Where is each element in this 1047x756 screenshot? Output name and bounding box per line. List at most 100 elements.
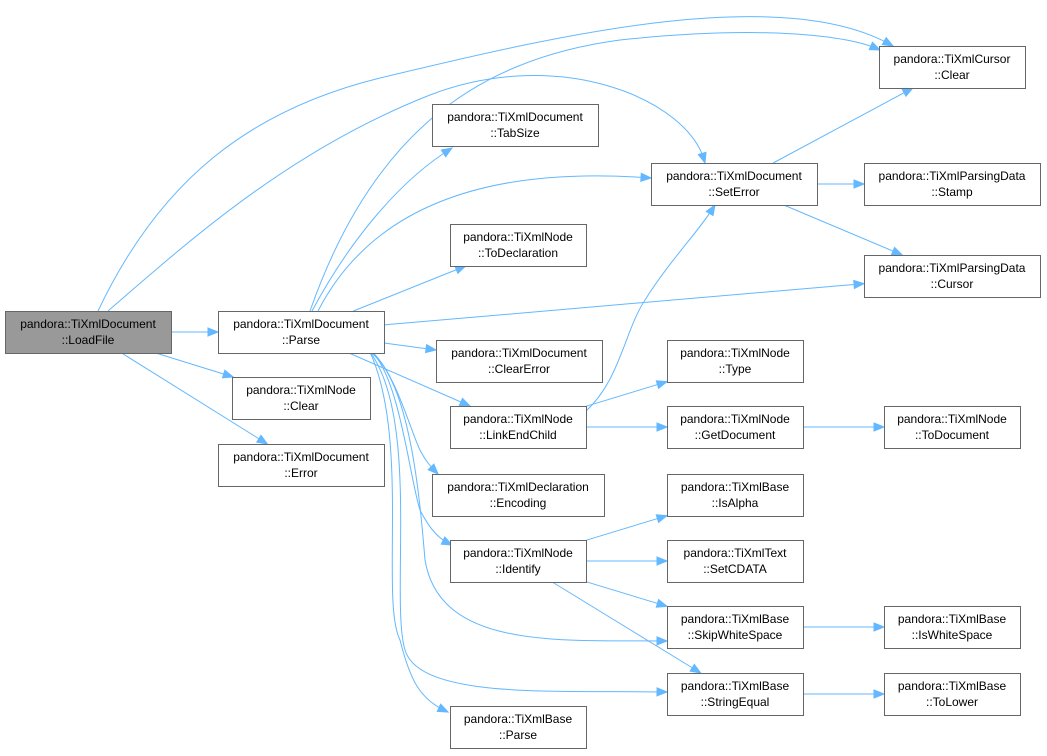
edge-parse_doc-to-strequal — [369, 351, 668, 693]
edge-parse_doc-to-base_parse — [369, 351, 449, 713]
edge-parse_doc-to-linkend-arrowhead — [458, 397, 472, 407]
edge-loadfile-to-doc_error-arrowhead — [255, 434, 269, 445]
edge-identify-to-skipws — [585, 581, 668, 607]
node-iswhitespace[interactable]: pandora::TiXmlBase::IsWhiteSpace — [884, 606, 1021, 649]
node-type-method-label: ::Type — [719, 362, 752, 376]
node-seterror-box — [651, 163, 818, 206]
node-cursor_clear-method-label: ::Clear — [934, 68, 969, 82]
node-tolower-method-label: ::ToLower — [926, 695, 978, 709]
node-skipws-method-label: ::SkipWhiteSpace — [688, 628, 783, 642]
node-parse_doc-class-label: pandora::TiXmlDocument — [233, 317, 369, 331]
node-tolower-class-label: pandora::TiXmlBase — [898, 679, 1007, 693]
node-base_parse-method-label: ::Parse — [499, 728, 537, 742]
node-type-box — [667, 340, 804, 383]
node-isalpha[interactable]: pandora::TiXmlBase::IsAlpha — [667, 474, 804, 517]
node-iswhitespace-box — [884, 606, 1021, 649]
edge-identify-to-isalpha — [585, 515, 668, 541]
node-seterror-class-label: pandora::TiXmlDocument — [666, 169, 802, 183]
node-loadfile-method-label: ::LoadFile — [62, 333, 115, 347]
node-loadfile: pandora::TiXmlDocument::LoadFile — [5, 311, 172, 354]
node-clearerror-class-label: pandora::TiXmlDocument — [451, 346, 587, 360]
node-pd_cursor[interactable]: pandora::TiXmlParsingData::Cursor — [864, 255, 1041, 298]
node-clearerror-box — [436, 340, 603, 383]
edge-loadfile-to-node_clear-arrowhead — [221, 369, 235, 379]
node-strequal-class-label: pandora::TiXmlBase — [681, 679, 790, 693]
node-clearerror[interactable]: pandora::TiXmlDocument::ClearError — [436, 340, 603, 383]
edge-linkend-to-seterror-arrowhead — [705, 203, 716, 217]
edge-parse_doc-to-todecl — [353, 265, 466, 312]
edge-linkend-to-type — [585, 381, 668, 407]
edge-loadfile-to-cursor_clear-arrowhead — [881, 36, 895, 47]
node-clearerror-method-label: ::ClearError — [488, 362, 550, 376]
node-base_parse[interactable]: pandora::TiXmlBase::Parse — [450, 706, 587, 749]
node-getdoc[interactable]: pandora::TiXmlNode::GetDocument — [667, 406, 804, 449]
node-setcdata[interactable]: pandora::TiXmlText::SetCDATA — [667, 540, 804, 583]
node-isalpha-box — [667, 474, 804, 517]
edge-loadfile-to-seterror — [107, 75, 706, 312]
node-node_clear[interactable]: pandora::TiXmlNode::Clear — [232, 377, 371, 420]
node-strequal-method-label: ::StringEqual — [701, 695, 770, 709]
node-getdoc-method-label: ::GetDocument — [695, 428, 776, 442]
edge-seterror-to-cursor_clear-arrowhead — [901, 87, 915, 98]
node-stamp[interactable]: pandora::TiXmlParsingData::Stamp — [864, 163, 1041, 206]
edge-seterror-to-cursor_clear — [772, 87, 914, 164]
node-tabsize-box — [432, 104, 599, 147]
node-cursor_clear[interactable]: pandora::TiXmlCursor::Clear — [879, 46, 1026, 89]
node-seterror-method-label: ::SetError — [708, 185, 759, 199]
node-doc_error[interactable]: pandora::TiXmlDocument::Error — [218, 444, 385, 487]
node-tolower[interactable]: pandora::TiXmlBase::ToLower — [884, 673, 1021, 716]
node-stamp-class-label: pandora::TiXmlParsingData — [879, 169, 1026, 183]
node-doc_error-box — [218, 444, 385, 487]
node-todocument-method-label: ::ToDocument — [915, 428, 990, 442]
node-type-class-label: pandora::TiXmlNode — [680, 346, 790, 360]
node-pd_cursor-method-label: ::Cursor — [931, 277, 974, 291]
edge-linkend-to-type-arrowhead — [655, 380, 669, 390]
node-todecl-method-label: ::ToDeclaration — [478, 246, 558, 260]
node-stamp-method-label: ::Stamp — [931, 185, 973, 199]
node-todecl[interactable]: pandora::TiXmlNode::ToDeclaration — [450, 224, 587, 267]
edge-parse_doc-to-base_parse-arrowhead — [436, 703, 450, 713]
node-skipws-box — [667, 606, 804, 649]
node-parse_doc[interactable]: pandora::TiXmlDocument::Parse — [218, 311, 385, 354]
edge-parse_doc-to-encoding-arrowhead — [427, 463, 439, 475]
node-identify-method-label: ::Identify — [495, 562, 540, 576]
node-todocument-class-label: pandora::TiXmlNode — [897, 412, 1007, 426]
node-seterror[interactable]: pandora::TiXmlDocument::SetError — [651, 163, 818, 206]
edge-parse_doc-to-tabsize — [311, 147, 453, 312]
node-type[interactable]: pandora::TiXmlNode::Type — [667, 340, 804, 383]
edge-identify-to-isalpha-arrowhead — [655, 514, 669, 524]
edge-parse_doc-to-identify — [371, 351, 453, 546]
edge-linkend-to-getdoc-arrowhead — [656, 422, 669, 432]
node-isalpha-method-label: ::IsAlpha — [712, 496, 759, 510]
edge-skipws-to-iswhitespace-arrowhead — [873, 622, 886, 632]
node-todecl-box — [450, 224, 587, 267]
node-todocument-box — [884, 406, 1021, 449]
node-setcdata-method-label: ::SetCDATA — [703, 562, 767, 576]
edge-seterror-to-stamp-arrowhead — [853, 179, 866, 189]
node-encoding[interactable]: pandora::TiXmlDeclaration::Encoding — [432, 474, 605, 517]
edge-loadfile-to-doc_error — [121, 352, 268, 445]
edge-parse_doc-to-skipws — [369, 351, 668, 642]
node-cursor_clear-class-label: pandora::TiXmlCursor — [894, 52, 1011, 66]
node-parse_doc-box — [218, 311, 385, 354]
edge-parse_doc-to-cursor_clear — [309, 32, 881, 312]
edge-loadfile-to-parse_doc-arrowhead — [207, 327, 220, 337]
edge-parse_doc-to-linkend — [348, 352, 471, 407]
node-tolower-box — [884, 673, 1021, 716]
edges-layer — [97, 16, 915, 713]
node-linkend[interactable]: pandora::TiXmlNode::LinkEndChild — [450, 406, 587, 449]
node-linkend-box — [450, 406, 587, 449]
node-base_parse-box — [450, 706, 587, 749]
node-tabsize[interactable]: pandora::TiXmlDocument::TabSize — [432, 104, 599, 147]
node-tabsize-class-label: pandora::TiXmlDocument — [447, 110, 583, 124]
node-todocument[interactable]: pandora::TiXmlNode::ToDocument — [884, 406, 1021, 449]
node-todecl-class-label: pandora::TiXmlNode — [463, 230, 573, 244]
node-pd_cursor-box — [864, 255, 1041, 298]
node-skipws[interactable]: pandora::TiXmlBase::SkipWhiteSpace — [667, 606, 804, 649]
edge-seterror-to-pd_cursor — [783, 204, 903, 256]
node-strequal[interactable]: pandora::TiXmlBase::StringEqual — [667, 673, 804, 716]
edge-parse_doc-to-pd_cursor — [383, 283, 865, 326]
node-identify[interactable]: pandora::TiXmlNode::Identify — [450, 540, 587, 583]
node-tabsize-method-label: ::TabSize — [490, 126, 540, 140]
